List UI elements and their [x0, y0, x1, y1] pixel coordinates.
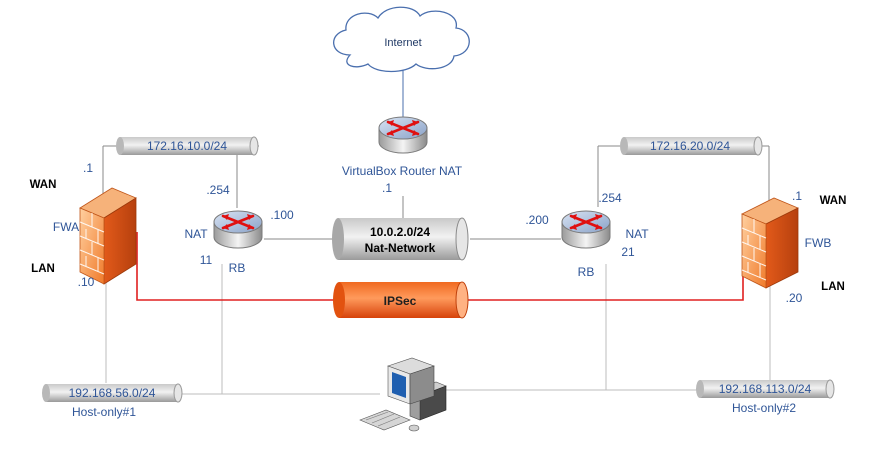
host-only-2-name: Host-only#2 — [732, 401, 796, 415]
tube-right-wan: 172.16.20.0/24 — [620, 136, 763, 156]
tube-host-only-1: 192.168.56.0/24 — [42, 383, 183, 403]
firewall-right-wan: WAN — [820, 195, 847, 207]
firewall-left-name: FWA — [53, 220, 79, 234]
firewall-left-icon — [79, 187, 137, 285]
tube-ipsec: IPSec — [333, 281, 469, 319]
firewall-left-wan: WAN — [30, 179, 57, 191]
firewall-right-name: FWB — [805, 236, 832, 250]
host-only-1-subnet: 192.168.56.0/24 — [69, 386, 156, 400]
links — [102, 69, 771, 395]
router-right-nat-num: 21 — [621, 245, 635, 259]
vbox-router-name: VirtualBox Router NAT — [342, 164, 463, 178]
internet-label: Internet — [384, 37, 421, 49]
tube-nat-network: 10.0.2.0/24 Nat-Network — [332, 217, 469, 261]
router-left-ip-right: .100 — [270, 208, 294, 222]
host-only-2-subnet: 192.168.113.0/24 — [719, 382, 812, 396]
host-only-1-name: Host-only#1 — [72, 405, 136, 419]
internet-cloud: Internet — [333, 6, 470, 73]
subnet-left-wan: 172.16.10.0/24 — [147, 139, 227, 153]
router-right-nat: NAT — [625, 227, 649, 241]
subnet-right-wan: 172.16.20.0/24 — [650, 139, 730, 153]
firewall-left-wan-ip: .1 — [83, 161, 93, 175]
ipsec-label: IPSec — [384, 294, 417, 308]
router-left-nat-num: 11 — [200, 253, 213, 267]
router-left-ip-top: .254 — [206, 183, 230, 197]
firewall-left-lan: LAN — [31, 263, 55, 275]
tube-host-only-2: 192.168.113.0/24 — [696, 379, 835, 399]
router-right-ip-left: .200 — [525, 213, 549, 227]
router-left-name: RB — [229, 261, 246, 275]
firewall-right-lan-ip: .20 — [786, 291, 803, 305]
router-right-name: RB — [578, 265, 595, 279]
firewall-right-icon — [741, 197, 799, 289]
firewall-right-wan-ip: .1 — [792, 189, 802, 203]
router-right-ip-top: .254 — [598, 191, 622, 205]
router-left-nat: NAT — [184, 227, 208, 241]
router-left-icon — [213, 210, 263, 249]
firewall-right-lan: LAN — [821, 281, 845, 293]
nat-network-subnet: 10.0.2.0/24 — [370, 225, 430, 239]
nat-network-name: Nat-Network — [365, 241, 436, 255]
router-right-icon — [561, 210, 611, 249]
tube-left-wan: 172.16.10.0/24 — [116, 136, 259, 156]
host-pc-icon — [359, 357, 447, 432]
vbox-router-icon — [378, 116, 428, 154]
firewall-left-lan-ip: .10 — [78, 275, 95, 289]
vbox-router-ip: .1 — [382, 181, 392, 195]
